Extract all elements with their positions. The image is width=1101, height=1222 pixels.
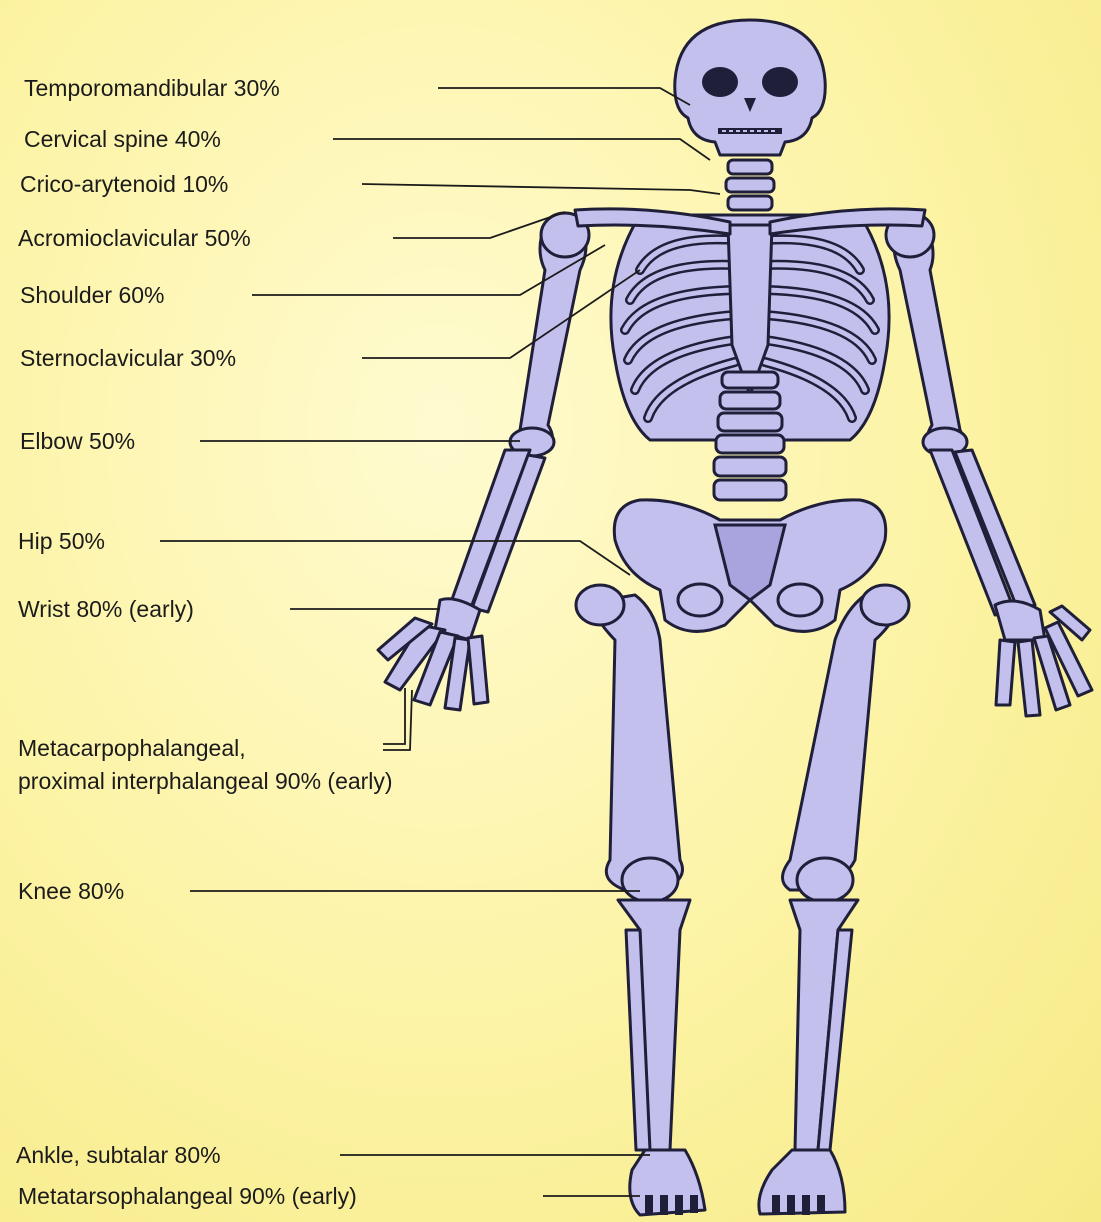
label-elbow: Elbow 50% [20, 428, 135, 454]
label-knee: Knee 80% [18, 878, 124, 904]
left-leg [576, 585, 705, 1215]
label-metacarpophalangeal-line2: proximal interphalangeal 90% (early) [18, 768, 393, 794]
label-cervical-spine: Cervical spine 40% [24, 126, 221, 152]
label-metatarsophalangeal: Metatarsophalangeal 90% (early) [18, 1183, 357, 1209]
label-wrist: Wrist 80% (early) [18, 596, 194, 622]
right-leg [759, 585, 909, 1215]
label-acromioclavicular: Acromioclavicular 50% [18, 225, 251, 251]
pelvis [614, 500, 885, 632]
skull [675, 20, 825, 155]
label-metacarpophalangeal-line1: Metacarpophalangeal, [18, 735, 246, 761]
label-temporomandibular: Temporomandibular 30% [24, 75, 280, 101]
label-sternoclavicular: Sternoclavicular 30% [20, 345, 236, 371]
label-hip: Hip 50% [18, 528, 105, 554]
left-arm [378, 213, 589, 710]
label-crico-arytenoid: Crico-arytenoid 10% [20, 171, 228, 197]
label-shoulder: Shoulder 60% [20, 282, 165, 308]
right-arm [886, 213, 1092, 716]
label-ankle-subtalar: Ankle, subtalar 80% [16, 1142, 221, 1168]
